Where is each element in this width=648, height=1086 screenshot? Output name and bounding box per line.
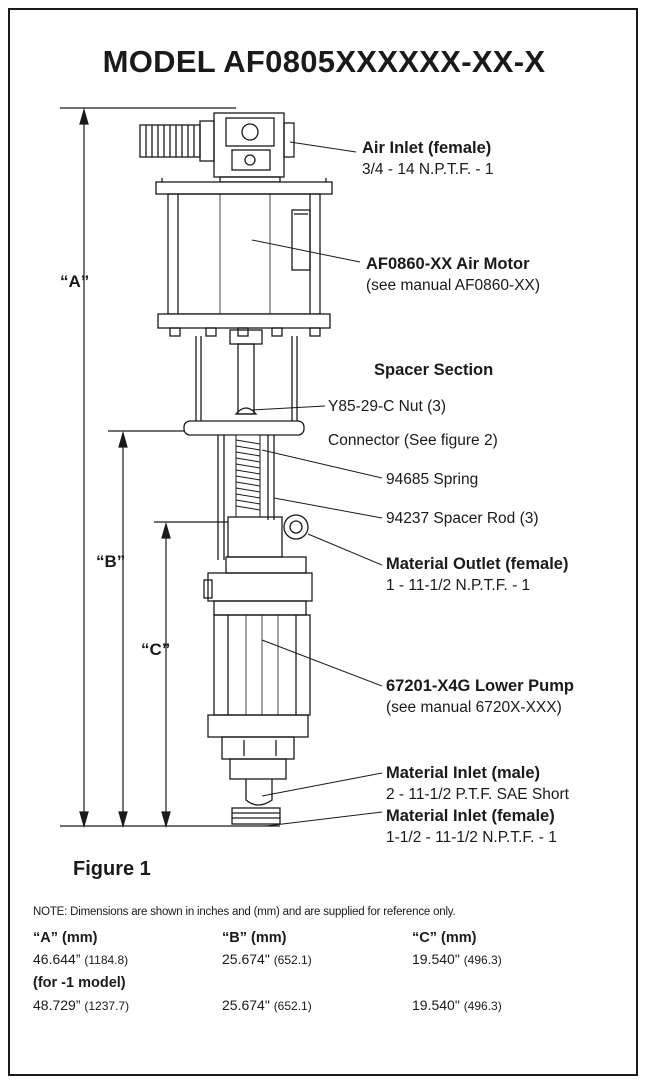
material-outlet — [225, 514, 309, 574]
motor-cylinder — [167, 193, 321, 315]
value-mm: (496.3) — [463, 953, 502, 967]
top-plate — [155, 181, 333, 195]
value-mm: (652.1) — [273, 953, 312, 967]
value-mm: (1184.8) — [84, 953, 129, 967]
callout-detail: 1 - 11-1/2 N.P.T.F. - 1 — [386, 577, 531, 594]
figure-label: Figure 1 — [73, 858, 151, 880]
tie-rods — [195, 336, 298, 425]
callout-nut: Y85-29-C Nut (3) — [328, 398, 447, 415]
air-valve — [213, 112, 295, 183]
value-mm: (652.1) — [273, 999, 312, 1013]
callout-air-inlet: Air Inlet (female) 3/4 - 14 N.P.T.F. - 1 — [362, 138, 494, 180]
page-border — [8, 8, 638, 1076]
callout-material-outlet: Material Outlet (female) 1 - 11-1/2 N.P.… — [386, 554, 568, 596]
muffler — [139, 120, 215, 162]
piston-rod — [237, 343, 255, 415]
callout-spring: 94685 Spring — [386, 471, 479, 488]
spring — [235, 434, 261, 518]
callout-spacer-rod: 94237 Spacer Rod (3) — [386, 510, 539, 527]
dimension-label-a: “A” — [60, 272, 90, 291]
value-mm: (496.3) — [463, 999, 502, 1013]
lower-pump-tube — [213, 614, 311, 716]
value-mm: (1237.7) — [84, 999, 130, 1013]
dimension-label-b: “B” — [96, 552, 126, 571]
callout-material-inlet-female: Material Inlet (female) 1-1/2 - 11-1/2 N… — [386, 806, 557, 848]
callout-title: 67201-X4G Lower Pump — [386, 677, 574, 695]
value-inches: 46.644” — [33, 951, 81, 967]
callout-connector: Connector (See figure 2) — [328, 432, 498, 449]
dimension-note: NOTE: Dimensions are shown in inches and… — [33, 906, 456, 918]
value-inches: 25.674" — [222, 951, 270, 967]
motor-bolts — [169, 327, 321, 337]
table-header-c: “C” (mm) — [412, 930, 477, 946]
callout-title: Material Inlet (female) — [386, 807, 555, 825]
table-cell-b: 25.674" (652.1) — [222, 951, 312, 967]
table-cell-c: 19.540" (496.3) — [412, 997, 502, 1013]
callout-title: Spacer Section — [374, 361, 494, 379]
foot-valve — [207, 714, 309, 806]
model-note: (for -1 model) — [33, 975, 126, 991]
connector-plate — [183, 420, 305, 436]
callout-detail: 1-1/2 - 11-1/2 N.P.T.F. - 1 — [386, 829, 557, 846]
callout-title: Air Inlet (female) — [362, 139, 492, 157]
leader-lines — [251, 141, 383, 827]
table-cell-c: 19.540" (496.3) — [412, 951, 502, 967]
table-cell-b: 25.674" (652.1) — [222, 997, 312, 1013]
table-cell-a: 48.729” (1237.7) — [33, 997, 129, 1013]
callout-detail: 2 - 11-1/2 P.T.F. SAE Short — [386, 786, 569, 803]
value-inches: 19.540" — [412, 997, 460, 1013]
callout-detail: 3/4 - 14 N.P.T.F. - 1 — [362, 161, 494, 178]
callout-title: Material Outlet (female) — [386, 555, 569, 573]
callout-material-inlet-male: Material Inlet (male) 2 - 11-1/2 P.T.F. … — [386, 763, 569, 805]
table-header-b: “B” (mm) — [222, 930, 287, 946]
page-title: MODEL AF0805XXXXXX-XX-X — [102, 44, 546, 79]
table-cell-a: 46.644” (1184.8) — [33, 951, 128, 967]
callout-air-motor: AF0860-XX Air Motor (see manual AF0860-X… — [366, 254, 540, 296]
callout-title: AF0860-XX Air Motor — [366, 255, 530, 273]
callout-detail: (see manual AF0860-XX) — [366, 277, 541, 294]
lower-head — [203, 572, 313, 616]
value-inches: 48.729” — [33, 997, 81, 1013]
callout-lower-pump: 67201-X4G Lower Pump (see manual 6720X-X… — [386, 676, 574, 718]
motor-base-plate — [157, 313, 331, 329]
dimension-lines — [60, 107, 280, 829]
value-inches: 19.540" — [412, 951, 460, 967]
inlet-nipple — [231, 807, 281, 825]
callout-title: Material Inlet (male) — [386, 764, 541, 782]
table-header-a: “A” (mm) — [33, 930, 98, 946]
value-inches: 25.674" — [222, 997, 270, 1013]
callout-detail: (see manual 6720X-XXX) — [386, 699, 562, 716]
callout-spacer-section: Spacer Section — [374, 360, 493, 381]
dimension-label-c: “C” — [141, 640, 171, 659]
